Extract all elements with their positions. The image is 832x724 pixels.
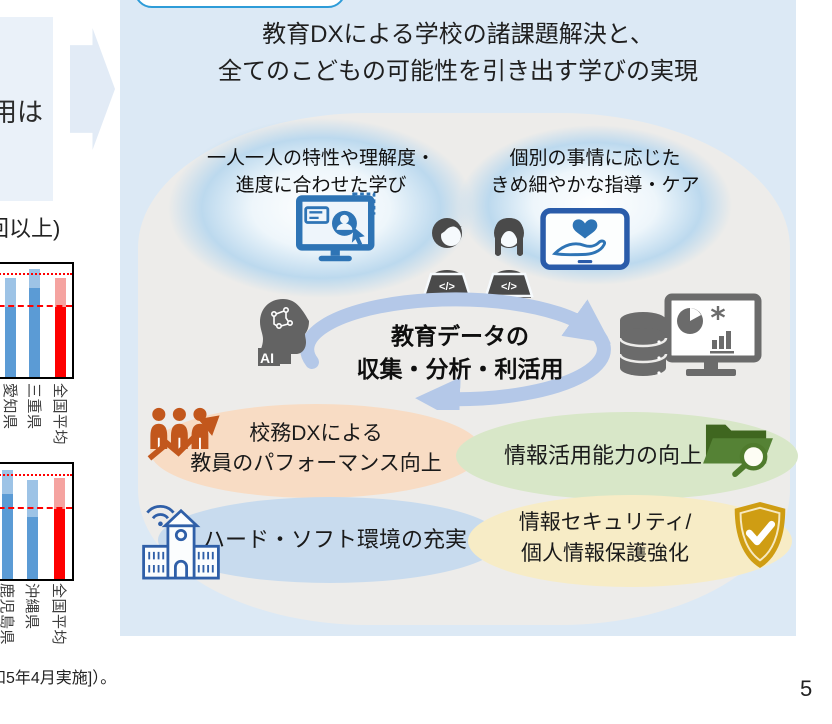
diagram-title-line1: 教育DXによる学校の諸課題解決と、 bbox=[262, 21, 654, 48]
care-tablet-icon bbox=[540, 208, 630, 270]
bubble-text: きめ細やかな指導・ケア bbox=[490, 175, 700, 196]
bar-chart-top bbox=[0, 262, 74, 379]
diagram-title-line2: 全てのこどもの可能性を引き出す学びの実現 bbox=[218, 58, 698, 85]
bubble-individual-care: 個別の事情に応じた きめ細やかな指導・ケア bbox=[458, 125, 732, 285]
monitor-learning-icon bbox=[296, 192, 376, 262]
shield-check-icon bbox=[734, 501, 786, 569]
bubble-text: 個別の事情に応じた bbox=[509, 148, 681, 169]
bar-鹿児島県 bbox=[2, 469, 13, 579]
chart-label: 沖縄県 bbox=[23, 583, 40, 630]
chart-label: 全国平均 bbox=[51, 383, 68, 446]
center-cycle-title: 教育データの 収集・分析・利活用 bbox=[305, 320, 615, 386]
bar-全国平均 bbox=[55, 277, 66, 377]
bar-chart-bottom bbox=[0, 462, 74, 581]
center-cycle-line1: 教育データの bbox=[391, 323, 529, 349]
left-clipped-heading: 回以上) bbox=[0, 216, 61, 241]
folder-search-icon bbox=[703, 424, 773, 478]
source-footnote: 和5年4月実施]）。 bbox=[0, 670, 117, 687]
bar-愛知県 bbox=[5, 277, 16, 377]
diagram-title: 教育DXによる学校の諸課題解決と、 全てのこどもの可能性を引き出す学びの実現 bbox=[120, 16, 796, 90]
chart-label: 愛知県 bbox=[1, 383, 18, 430]
outcome-text: 個人情報保護強化 bbox=[521, 542, 689, 565]
database-analysis-icon bbox=[618, 293, 762, 376]
outcome-text: 教員のパフォーマンス向上 bbox=[190, 452, 442, 475]
center-cycle-line2: 収集・分析・利活用 bbox=[356, 356, 564, 382]
header-pill bbox=[134, 0, 346, 8]
chart-label: 三重県 bbox=[25, 383, 42, 430]
bubble-individual-learning: 一人一人の特性や理解度・ 進度に合わせた学び bbox=[168, 118, 474, 298]
bubble-text: 進度に合わせた学び bbox=[235, 175, 407, 196]
ai-label: AI bbox=[260, 350, 274, 366]
outcome-environment: ハード・ソフト環境の充実 bbox=[158, 497, 502, 583]
teacher-icons: </> </> bbox=[422, 218, 534, 298]
bar-全国平均 bbox=[54, 477, 65, 579]
bubble-text: 一人一人の特性や理解度・ bbox=[206, 148, 435, 169]
ai-head-icon: AI bbox=[258, 299, 309, 366]
outcome-text: 校務DXによる bbox=[249, 422, 383, 445]
outcome-text: ハード・ソフト環境の充実 bbox=[202, 527, 467, 552]
school-wifi-icon bbox=[142, 505, 220, 580]
dx-diagram-panel: 教育DXによる学校の諸課題解決と、 全てのこどもの可能性を引き出す学びの実現 一… bbox=[120, 0, 798, 636]
laptop-code-label: </> bbox=[501, 281, 517, 293]
left-clipped-text: 用は bbox=[0, 97, 44, 127]
chart-label: 全国平均 bbox=[50, 583, 67, 646]
outcome-text: 情報活用能力の向上 bbox=[503, 443, 702, 468]
outcome-text: 情報セキュリティ/ bbox=[518, 511, 692, 534]
outcome-security: 情報セキュリティ/ 個人情報保護強化 bbox=[468, 495, 792, 587]
right-block-arrow-icon bbox=[70, 28, 115, 150]
laptop-code-label: </> bbox=[439, 281, 455, 293]
bar-沖縄県 bbox=[27, 480, 38, 579]
data-cycle-arrows-icon bbox=[300, 292, 611, 410]
chart-label: 鹿児島県 bbox=[0, 583, 15, 646]
bar-三重県 bbox=[29, 268, 40, 377]
page-number: 5 bbox=[800, 676, 813, 701]
left-clipped-panel bbox=[0, 17, 53, 201]
staff-growth-icon bbox=[147, 407, 220, 461]
